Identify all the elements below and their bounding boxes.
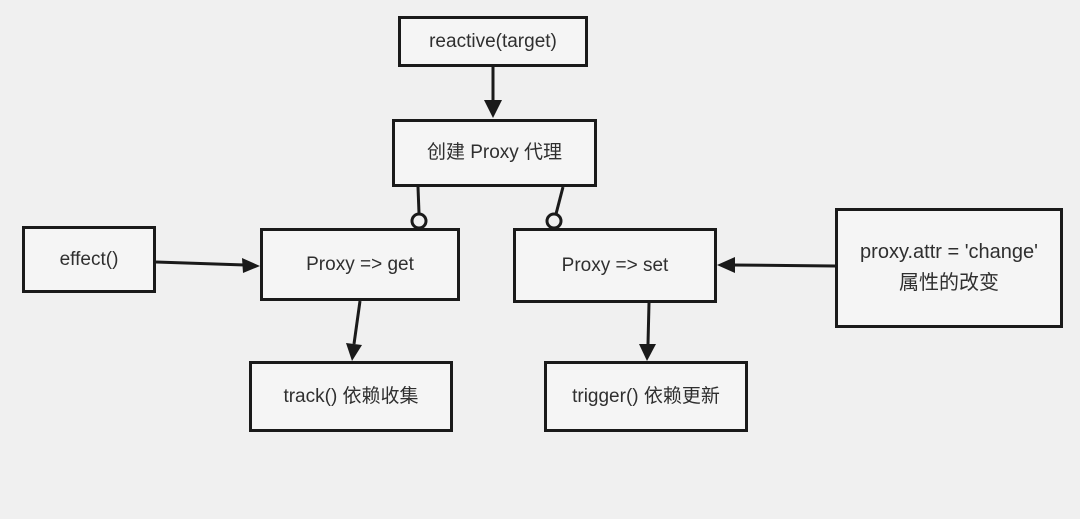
node-track-deps-collect: track() 依赖收集 xyxy=(249,361,453,432)
node-reactive-target: reactive(target) xyxy=(398,16,588,67)
arrow-effect-to-get xyxy=(155,258,260,273)
node-effect-label: effect() xyxy=(59,248,119,270)
node-proxy-set-label: Proxy => set xyxy=(561,254,669,276)
node-trigger-deps-update-label: trigger() 依赖更新 xyxy=(572,385,720,407)
node-create-proxy: 创建 Proxy 代理 xyxy=(392,119,597,187)
node-create-proxy-label: 创建 Proxy 代理 xyxy=(426,142,563,164)
node-proxy-attr-change-line2: 属性的改变 xyxy=(899,272,999,294)
node-proxy-set: Proxy => set xyxy=(513,228,717,303)
node-proxy-get-label: Proxy => get xyxy=(306,253,414,275)
arrow-reactive-to-create-proxy xyxy=(484,67,502,118)
arrow-get-to-track xyxy=(346,300,362,361)
node-reactive-target-label: reactive(target) xyxy=(429,30,557,52)
arrow-proxy-attr-to-set xyxy=(717,257,836,273)
arrow-set-to-trigger xyxy=(639,302,656,361)
link-create-proxy-to-set xyxy=(545,186,565,230)
node-trigger-deps-update: trigger() 依赖更新 xyxy=(544,361,748,432)
node-proxy-attr-change-line1: proxy.attr = 'change' xyxy=(860,241,1038,263)
node-proxy-get: Proxy => get xyxy=(260,228,460,301)
node-proxy-attr-change: proxy.attr = 'change' 属性的改变 xyxy=(835,208,1063,328)
node-effect: effect() xyxy=(22,226,156,293)
link-create-proxy-to-get xyxy=(410,186,428,230)
node-track-deps-collect-label: track() 依赖收集 xyxy=(283,385,419,407)
